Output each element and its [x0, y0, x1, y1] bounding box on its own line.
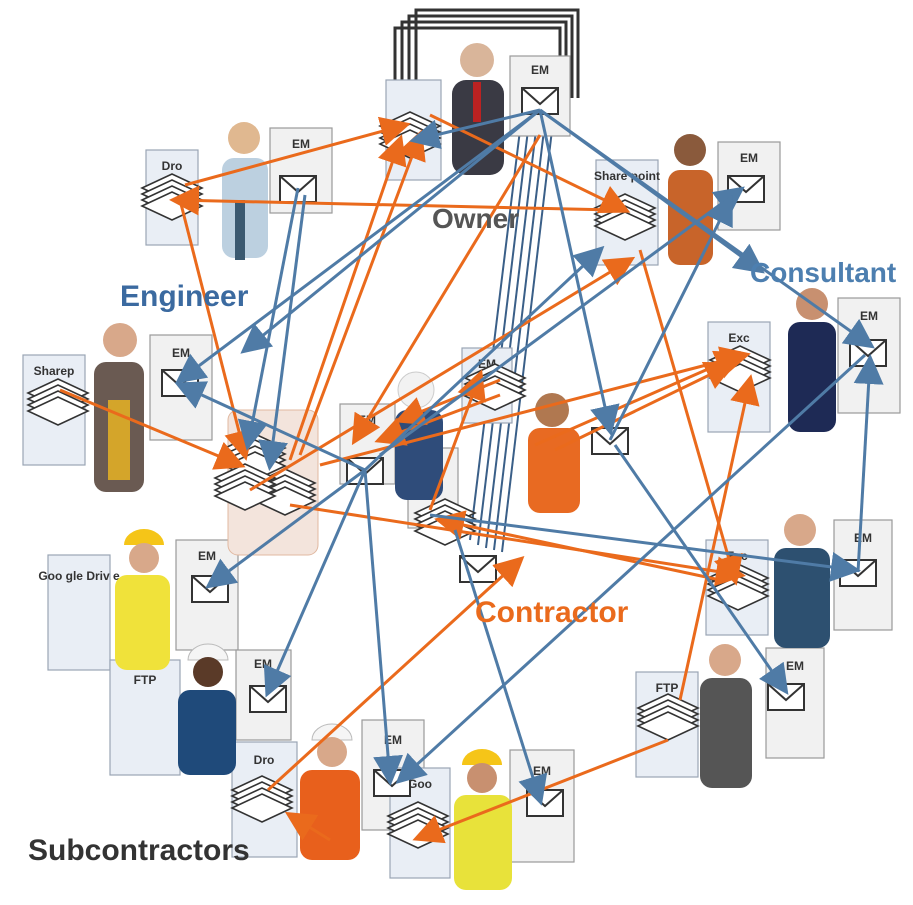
- worker-yellow-person: [115, 529, 170, 670]
- engineer-person: [222, 122, 268, 260]
- dropbox-sub-label: Dro: [254, 753, 275, 767]
- architect-em-label: EM: [172, 346, 190, 360]
- people: [94, 43, 836, 890]
- envelope-consultant: [727, 175, 765, 203]
- man-right-person: [774, 514, 830, 648]
- consultant-em-label: EM: [740, 151, 758, 165]
- worker-orange-person: [528, 393, 580, 513]
- consultant-label: Consultant: [750, 257, 896, 288]
- worker-blue-person: [178, 643, 236, 775]
- excel-repo-label: Exc: [728, 331, 750, 345]
- gdrive-repo-label: Goo gle Driv e: [38, 569, 120, 583]
- owner-em-label: EM: [531, 63, 549, 77]
- gdrive-panel: [47, 554, 111, 671]
- consultant2-person: [788, 288, 836, 432]
- engineer-em-label: EM: [292, 137, 310, 151]
- excel-em-label: EM: [860, 309, 878, 323]
- google-sub-em-label: EM: [533, 764, 551, 778]
- gdrive-em-label: EM: [198, 549, 216, 563]
- repository-panels: EM Dro EM Share point EM Sharep EM Exc E…: [22, 55, 901, 879]
- ftp-left-label: FTP: [134, 673, 157, 687]
- exc-right-em-label: EM: [854, 531, 872, 545]
- owner-label: Owner: [432, 203, 519, 234]
- blue-arrows: [174, 108, 884, 806]
- contractor-label: Contractor: [475, 596, 629, 629]
- envelope-gdrive: [191, 575, 229, 603]
- ftp-right-label: FTP: [656, 681, 679, 695]
- ftp-right-em-label: EM: [786, 659, 804, 673]
- consultant-repo-label: Share point: [594, 169, 660, 183]
- envelope-mid: [591, 427, 629, 455]
- subcontractors-label: Subcontractors: [28, 834, 250, 867]
- man-suit-person: [700, 644, 752, 788]
- architect-person: [94, 323, 144, 492]
- orange-arrows: [59, 113, 760, 844]
- engineer-label: Engineer: [120, 280, 249, 313]
- envelope-ftp-right: [767, 683, 805, 711]
- architect-repo-label: Sharep: [34, 364, 75, 378]
- ftp-left-em-label: EM: [254, 657, 272, 671]
- google-sub-label: Goo: [408, 777, 432, 791]
- engineer-repo-label: Dro: [162, 159, 183, 173]
